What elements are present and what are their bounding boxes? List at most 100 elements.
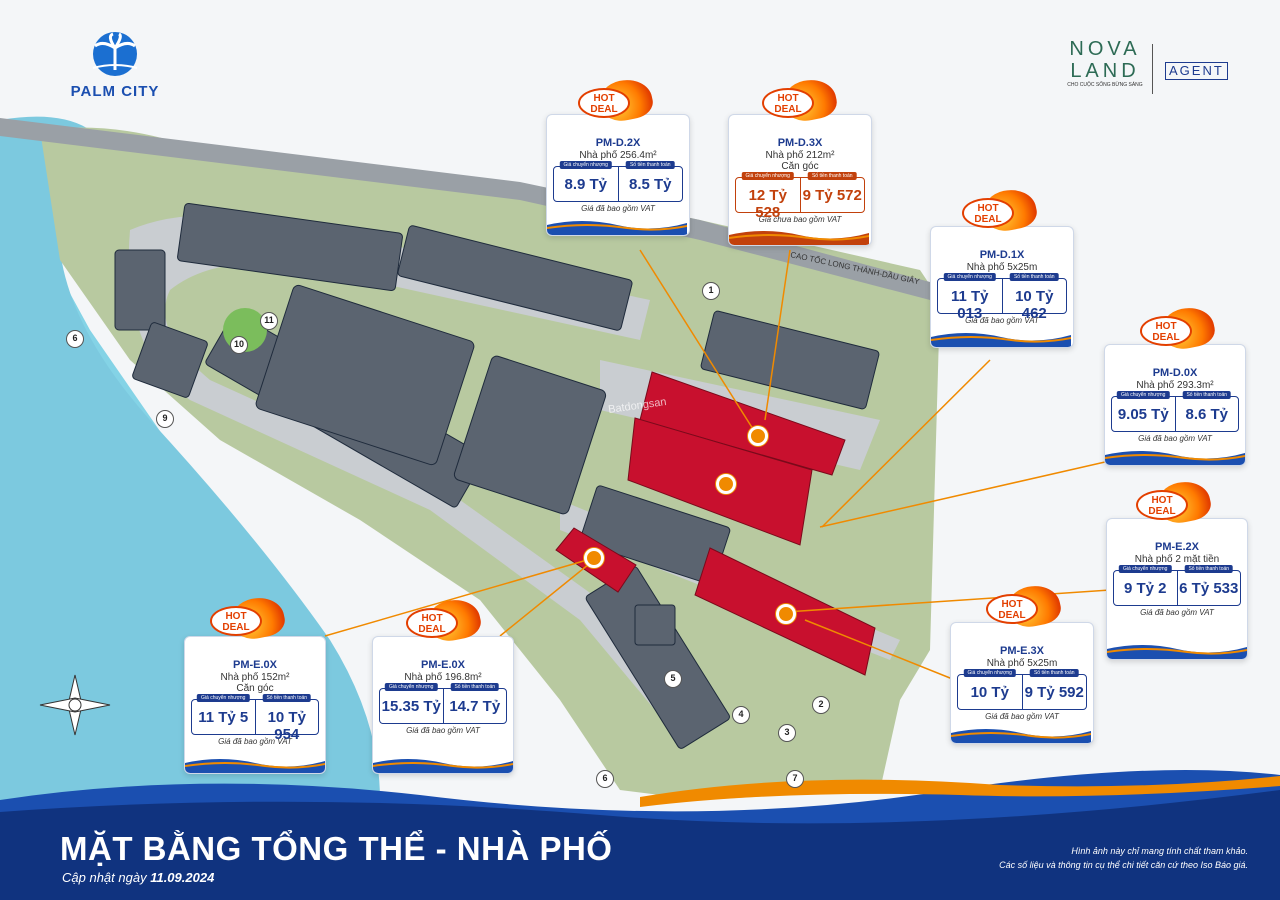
novaland-line1: NOVA	[1069, 38, 1141, 60]
vat-note: Giá chưa bao gồm VAT	[758, 215, 842, 224]
card-wave	[729, 231, 869, 245]
map-marker-9: 9	[156, 410, 174, 428]
deal-code: PM-E.2X	[1154, 541, 1199, 553]
vat-note: Giá đã bao gồm VAT	[965, 316, 1039, 325]
card-wave	[373, 759, 513, 773]
palm-tree-icon	[92, 32, 138, 76]
deal-type: Nhà phố 293.3m²	[1136, 380, 1214, 391]
payment-label: Số tiền thanh toán	[450, 683, 500, 691]
palm-city-logo: PALM CITY	[55, 30, 175, 100]
vat-note: Giá đã bao gồm VAT	[1138, 434, 1212, 443]
update-date: 11.09.2024	[150, 870, 215, 885]
card-wave	[185, 759, 325, 773]
transfer-label: Giá chuyển nhượng	[741, 172, 794, 180]
novaland-logo: NOVA LAND CHO CUỘC SỐNG BỪNG SÁNG	[1060, 38, 1150, 88]
payment-label: Số tiền thanh toán	[1184, 565, 1234, 573]
vat-note: Giá đã bao gồm VAT	[985, 712, 1059, 721]
map-marker-7: 7	[786, 770, 804, 788]
payment-label: Số tiền thanh toán	[262, 694, 312, 702]
payment-price: 8.5 Tỷ	[628, 176, 672, 193]
payment-label: Số tiền thanh toán	[1182, 391, 1232, 399]
plot-marker-d1x[interactable]	[716, 474, 736, 494]
map-marker-6-left: 6	[66, 330, 84, 348]
deal-type: Nhà phố 256.4m²	[579, 150, 657, 161]
brand-name: PALM CITY	[70, 83, 160, 100]
hot-deal-text: HOT DEAL	[578, 88, 630, 118]
payment-price: 9 Tỷ 592	[1024, 684, 1084, 701]
card-wave	[547, 221, 687, 235]
payment-label: Số tiền thanh toán	[625, 161, 675, 169]
agent-logo: AGENT	[1165, 62, 1228, 80]
hot-deal-text: HOT DEAL	[962, 198, 1014, 228]
deal-sub: Căn góc	[236, 683, 274, 694]
deal-type: Nhà phố 5x25m	[986, 658, 1058, 669]
plot-marker-d2x[interactable]	[748, 426, 768, 446]
vat-note: Giá đã bao gồm VAT	[1140, 608, 1214, 617]
transfer-price: 9.05 Tỷ	[1117, 406, 1169, 423]
deal-type: Nhà phố 5x25m	[966, 262, 1038, 273]
vat-note: Giá đã bao gồm VAT	[406, 726, 480, 735]
plot-marker-e2x[interactable]	[776, 604, 796, 624]
hot-deal-badge: HOT DEAL	[986, 581, 1064, 632]
map-marker-2: 2	[812, 696, 830, 714]
payment-price: 10 Tỷ 954	[267, 709, 306, 743]
map-marker-6-bottom: 6	[596, 770, 614, 788]
transfer-label: Giá chuyển nhượng	[963, 669, 1016, 677]
vat-note: Giá đã bao gồm VAT	[581, 204, 655, 213]
highway	[0, 118, 930, 300]
hot-deal-badge: HOT DEAL	[762, 75, 840, 126]
card-wave	[951, 729, 1091, 743]
card-wave	[1105, 451, 1245, 465]
card-wave	[931, 333, 1071, 347]
deal-code: PM-D.3X	[777, 137, 823, 149]
transfer-price: 11 Tỷ 013	[950, 288, 989, 322]
hot-deal-text: HOT DEAL	[1140, 316, 1192, 346]
payment-price: 9 Tỷ 572	[802, 187, 862, 204]
footer-update: Cập nhật ngày 11.09.2024	[62, 870, 214, 885]
update-label: Cập nhật ngày	[62, 870, 147, 885]
plot-marker-e0x[interactable]	[584, 548, 604, 568]
novaland-line2: LAND	[1070, 60, 1140, 82]
hot-deal-badge: HOT DEAL	[1140, 303, 1218, 354]
footer-note-2: Các số liệu và thông tin cụ thể chi tiết…	[999, 860, 1248, 870]
deal-code: PM-E.0X	[232, 659, 277, 671]
hot-deal-text: HOT DEAL	[1136, 490, 1188, 520]
hot-deal-text: HOT DEAL	[762, 88, 814, 118]
hot-deal-badge: HOT DEAL	[962, 185, 1040, 236]
deal-code: PM-D.2X	[595, 137, 641, 149]
footer-title: MẶT BẰNG TỔNG THỂ - NHÀ PHỐ	[60, 830, 613, 867]
transfer-label: Giá chuyển nhượng	[385, 683, 438, 691]
logo-divider	[1152, 44, 1153, 94]
map-marker-1: 1	[702, 282, 720, 300]
deal-code: PM-E.3X	[999, 645, 1044, 657]
vat-note: Giá đã bao gồm VAT	[218, 737, 292, 746]
compass-icon	[39, 674, 111, 736]
payment-col: Số tiền thanh toán 8.5 Tỷ	[617, 161, 683, 201]
map-marker-10: 10	[230, 336, 248, 354]
transfer-label: Giá chuyển nhượng	[1119, 565, 1172, 573]
